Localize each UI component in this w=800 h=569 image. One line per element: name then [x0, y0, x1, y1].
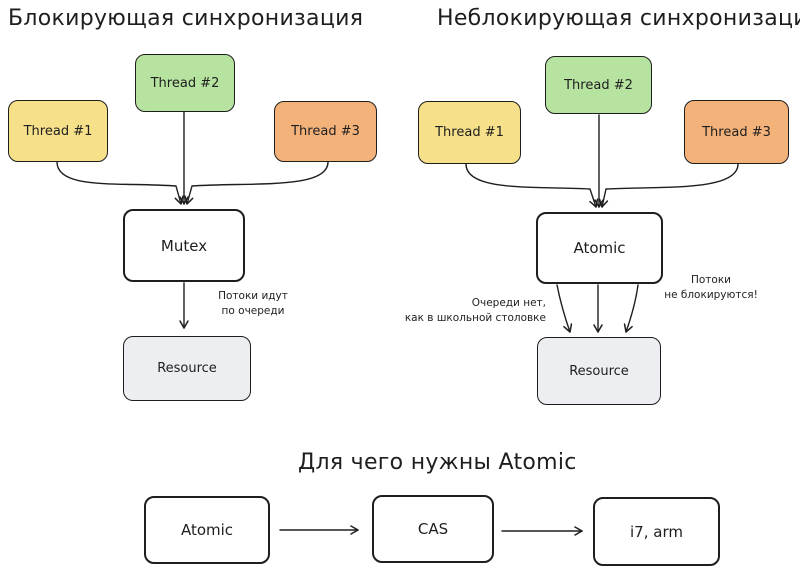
mutex-box: Mutex — [123, 209, 245, 282]
hardware-box: i7, arm — [593, 497, 720, 566]
nonblocking-thread-2-box: Thread #2 — [545, 56, 652, 114]
arrow-thread3-atomic — [598, 163, 739, 208]
not-blocked-note-line-1: Потоки — [690, 274, 732, 286]
cas-box: CAS — [372, 495, 494, 563]
no-queue-note: Очереди нет, как в школьной столовке — [386, 296, 546, 326]
blocking-note-line-2: по очереди — [221, 305, 285, 317]
nonblocking-resource-box: Resource — [537, 337, 661, 405]
blocking-queue-note: Потоки идут по очереди — [208, 289, 298, 319]
title-nonblocking: Неблокирующая синхронизация — [437, 6, 800, 31]
flow-atomic-box: Atomic — [144, 496, 270, 564]
arrow-atomic-resource-left — [556, 284, 573, 333]
title-blocking: Блокирующая синхронизация — [8, 6, 364, 31]
arrow-thread1-mutex — [56, 161, 184, 205]
blocking-thread-1-box: Thread #1 — [8, 100, 108, 162]
nonblocking-thread-1-box: Thread #1 — [418, 101, 521, 164]
not-blocked-note: Потоки не блокируются! — [652, 273, 770, 303]
not-blocked-note-line-2: не блокируются! — [664, 289, 758, 301]
arrow-thread1-atomic — [465, 163, 599, 208]
atomic-box: Atomic — [536, 212, 663, 284]
blocking-resource-box: Resource — [123, 336, 251, 401]
nonblocking-thread-3-box: Thread #3 — [684, 100, 789, 164]
arrow-thread3-mutex — [184, 161, 329, 205]
blocking-thread-3-box: Thread #3 — [274, 101, 377, 162]
no-queue-note-line-1: Очереди нет, — [471, 297, 546, 309]
blocking-thread-2-box: Thread #2 — [135, 54, 235, 112]
arrow-atomic-resource-right — [623, 284, 639, 333]
title-atomic-purpose: Для чего нужны Atomic — [298, 450, 577, 475]
blocking-note-line-1: Потоки идут — [218, 290, 288, 302]
no-queue-note-line-2: как в школьной столовке — [404, 312, 546, 324]
